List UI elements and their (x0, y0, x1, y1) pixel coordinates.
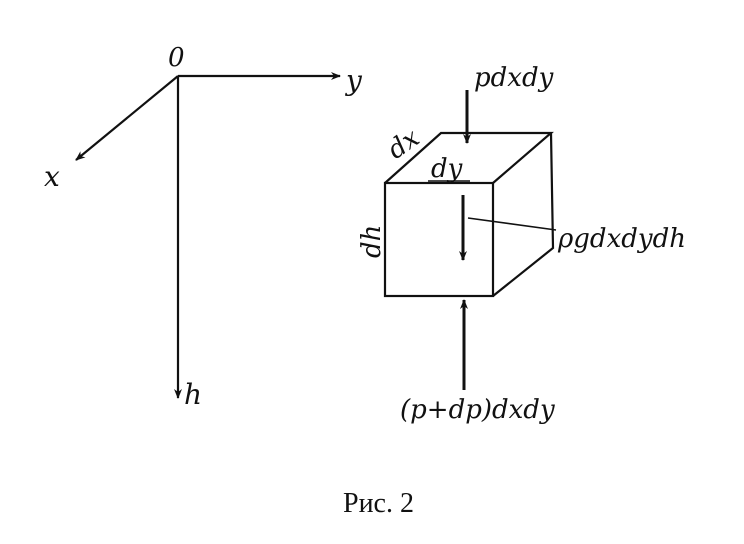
fluid-element-cube: dx dy dh (357, 123, 555, 298)
figure-caption: Рис. 2 (343, 488, 414, 519)
cube-top-face (384, 131, 554, 184)
coordinate-axes: 0 y x h (44, 43, 363, 411)
h-axis-label: h (184, 378, 202, 411)
cube-front-face (383, 181, 495, 298)
y-axis-label: y (344, 64, 363, 97)
top-pressure-label: pdxdy (474, 63, 554, 93)
x-axis-label: x (44, 160, 60, 193)
bottom-pressure-label: (p+dp)dxdy (400, 395, 555, 425)
cube-right-face (492, 132, 555, 297)
x-axis-line (75, 75, 179, 161)
edge-dx-label: dx (382, 123, 425, 166)
weight-leader-line (467, 217, 557, 231)
edge-dh-label: dh (357, 225, 387, 258)
edge-dy-label: dy (431, 154, 463, 184)
weight-label: ρgdxdydh (557, 224, 686, 254)
origin-label: 0 (168, 43, 185, 73)
force-arrows: pdxdy ρgdxdydh (p+dp)dxdy (400, 63, 686, 425)
